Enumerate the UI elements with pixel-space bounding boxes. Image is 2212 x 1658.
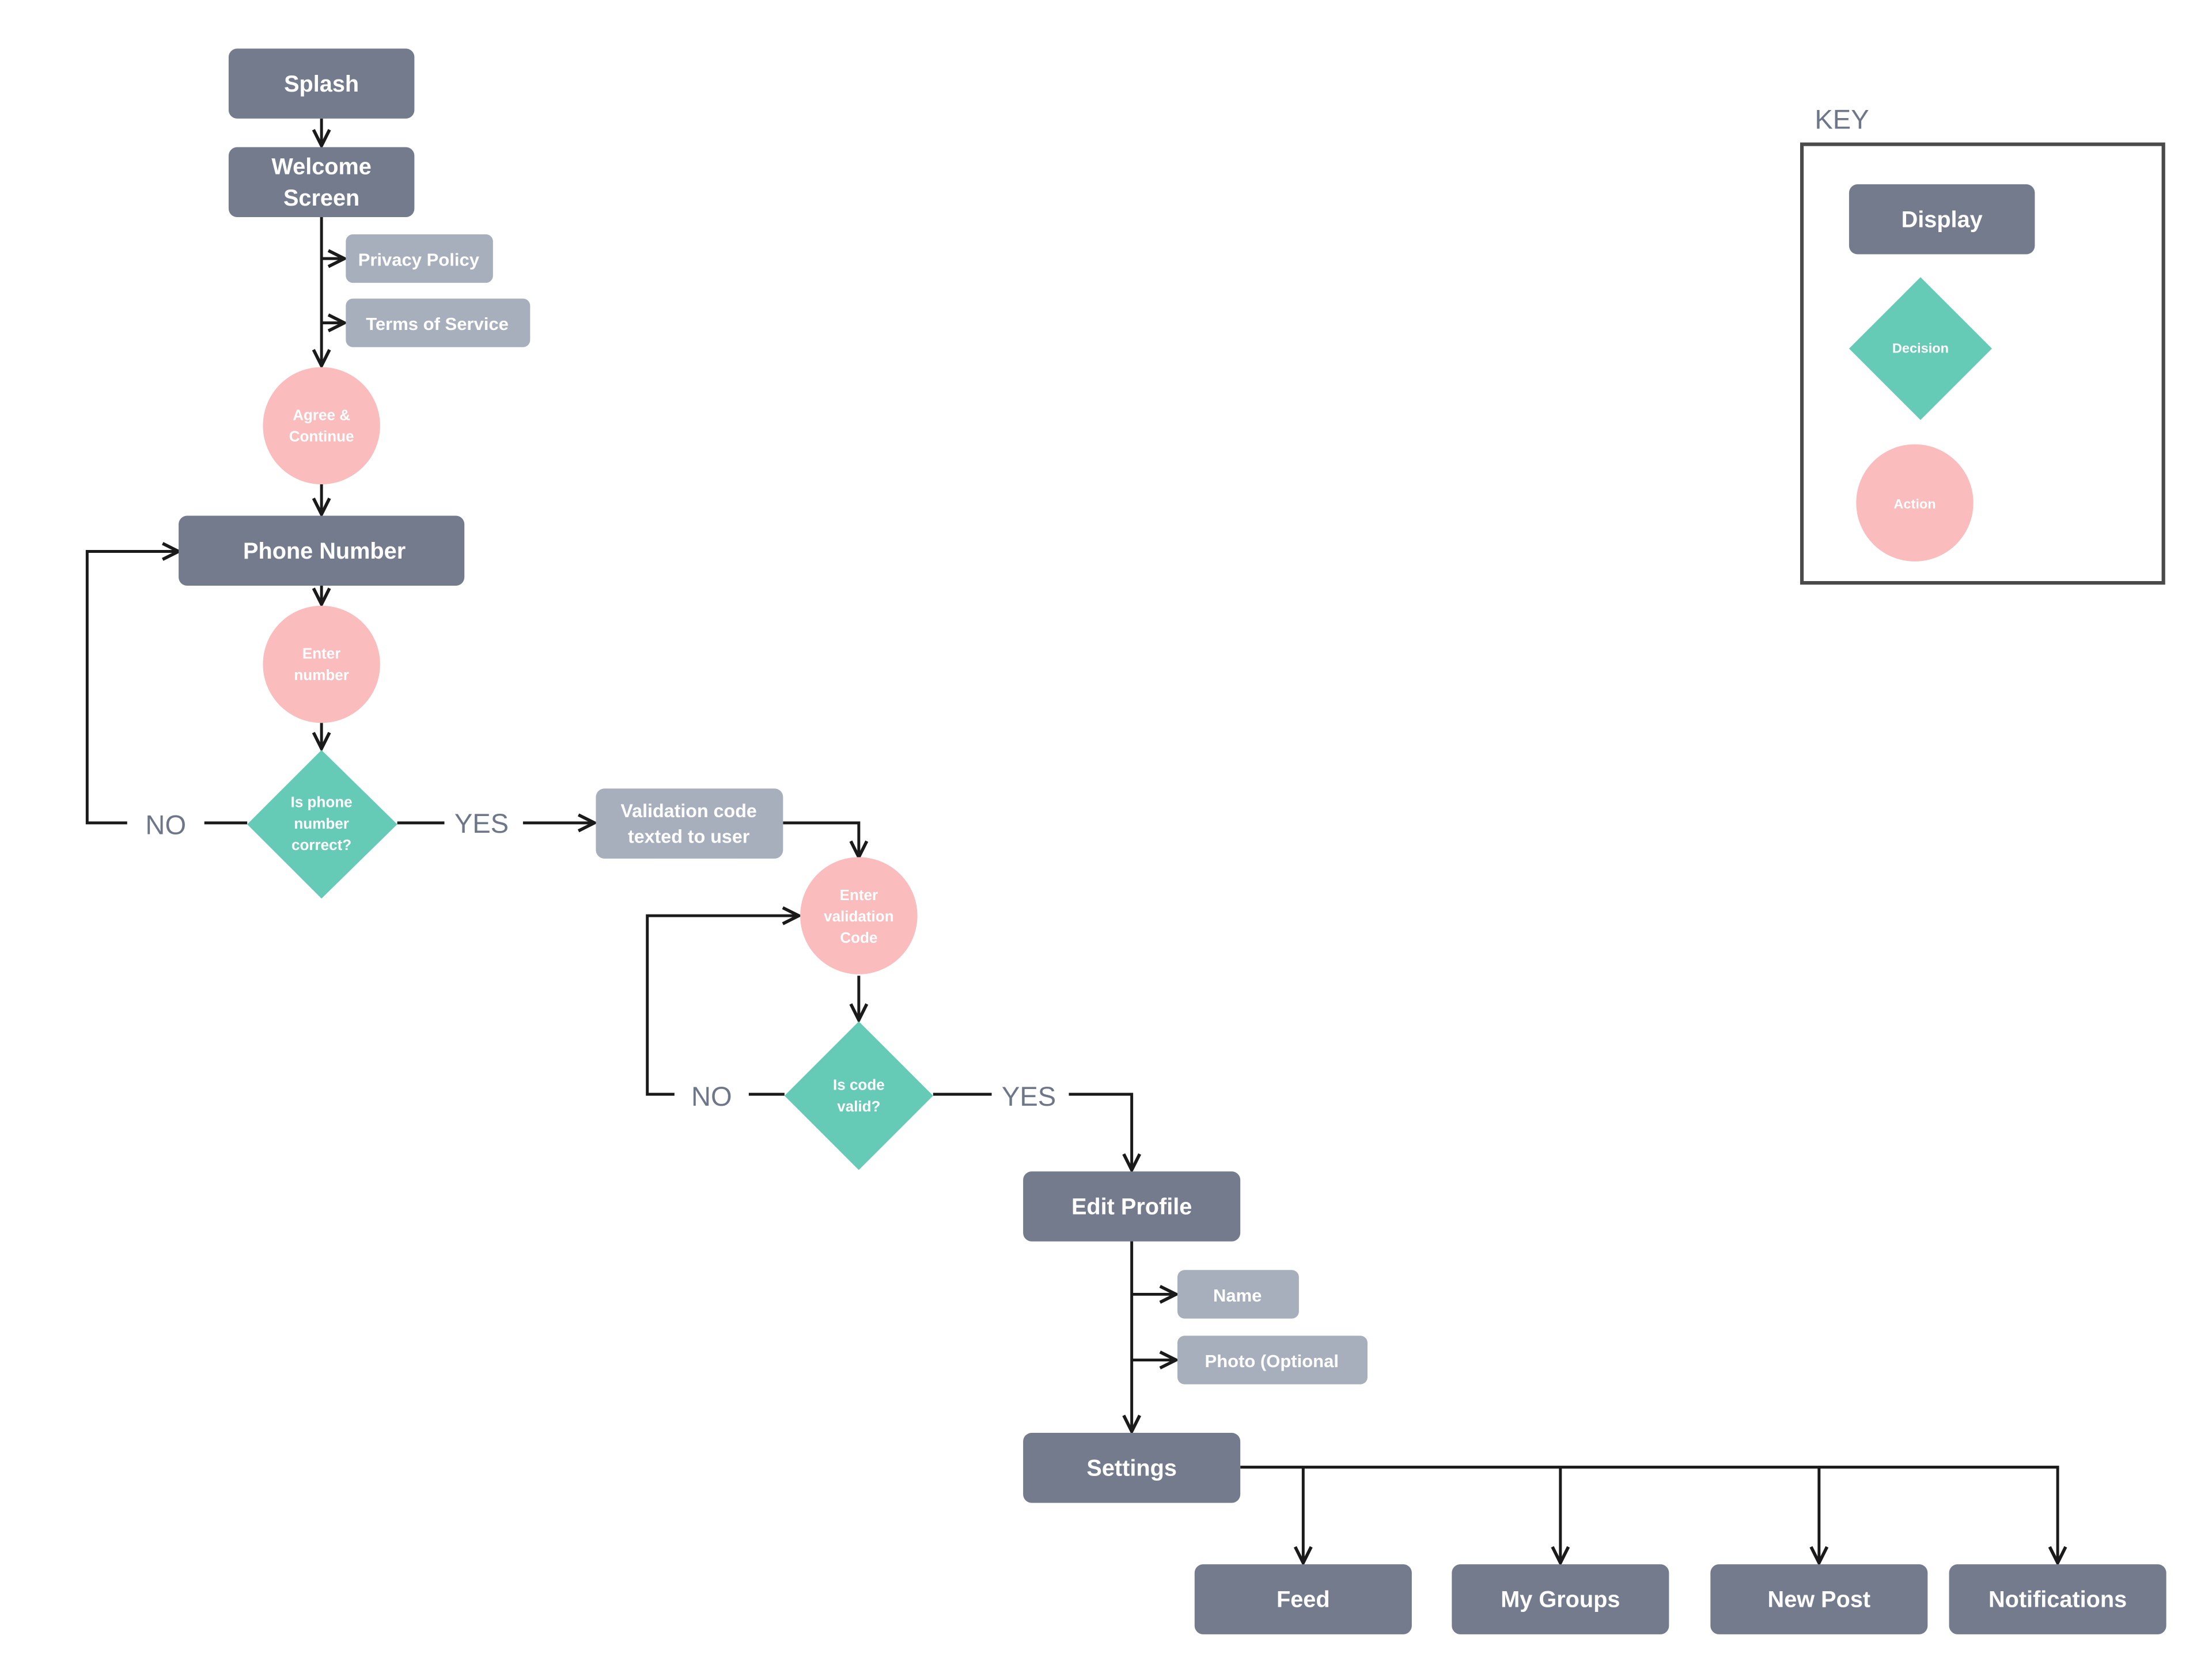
node-privacy-policy: Privacy Policy bbox=[346, 234, 493, 283]
edge-validation-enter-code bbox=[783, 821, 858, 858]
node-feed: Feed bbox=[1194, 1564, 1412, 1634]
node-welcome-screen: Welcome Screen bbox=[228, 147, 415, 218]
node-feed-label: Feed bbox=[1277, 1587, 1330, 1613]
node-enter-number: Enter number bbox=[263, 605, 380, 723]
node-agree-continue: Agree & Continue bbox=[263, 367, 380, 484]
node-new-post: New Post bbox=[1710, 1564, 1928, 1634]
legend: KEY Display Decision Action bbox=[1800, 104, 2165, 585]
node-is-code-line2: valid? bbox=[837, 1098, 880, 1115]
node-splash: Splash bbox=[228, 48, 415, 119]
node-phone-number: Phone Number bbox=[179, 515, 465, 586]
node-enter-validation-code: Enter validation Code bbox=[800, 857, 918, 974]
node-splash-label: Splash bbox=[284, 71, 359, 97]
node-name: Name bbox=[1177, 1270, 1299, 1319]
node-settings: Settings bbox=[1023, 1433, 1241, 1503]
node-terms-of-service: Terms of Service bbox=[346, 298, 531, 347]
edge-yes-edit-profile bbox=[933, 1092, 1132, 1170]
node-photo-optional: Photo (Optional bbox=[1177, 1335, 1368, 1384]
node-my-groups-label: My Groups bbox=[1501, 1587, 1620, 1613]
legend-title: KEY bbox=[1815, 104, 1869, 134]
node-enter-val-line3: Code bbox=[840, 929, 877, 946]
connectors bbox=[85, 118, 2058, 1563]
node-welcome-line2: Screen bbox=[283, 185, 359, 211]
legend-action: Action bbox=[1856, 444, 1974, 561]
node-is-code-valid: Is code valid? bbox=[784, 1021, 933, 1170]
node-my-groups: My Groups bbox=[1452, 1564, 1669, 1634]
node-new-post-label: New Post bbox=[1768, 1587, 1871, 1613]
node-agree-line1: Agree & bbox=[293, 406, 350, 423]
edge-label-no-phone: NO bbox=[145, 810, 186, 840]
node-is-code-line1: Is code bbox=[833, 1076, 885, 1094]
node-is-phone-line3: correct? bbox=[291, 836, 351, 853]
node-validation-code: Validation code texted to user bbox=[596, 788, 783, 859]
node-settings-label: Settings bbox=[1086, 1455, 1176, 1481]
node-notifications: Notifications bbox=[1949, 1564, 2166, 1634]
node-enter-number-line1: Enter bbox=[302, 645, 341, 662]
node-agree-line2: Continue bbox=[289, 428, 354, 445]
legend-box bbox=[1800, 142, 2165, 585]
node-terms-label: Terms of Service bbox=[366, 314, 509, 334]
node-photo-label: Photo (Optional bbox=[1205, 1351, 1339, 1371]
legend-decision-label: Decision bbox=[1892, 341, 1949, 356]
edge-settings-bus bbox=[1240, 1466, 2058, 1563]
legend-display-label: Display bbox=[1902, 207, 1983, 232]
edge-no-loop-code bbox=[646, 916, 799, 1096]
node-welcome-line1: Welcome bbox=[271, 154, 371, 180]
edge-label-yes-phone: YES bbox=[454, 808, 509, 839]
edge-label-yes-code: YES bbox=[1002, 1081, 1056, 1111]
node-validation-line1: Validation code bbox=[620, 800, 756, 821]
node-edit-profile-label: Edit Profile bbox=[1071, 1194, 1192, 1220]
edge-no-loop-phone bbox=[85, 552, 248, 825]
node-enter-val-line2: validation bbox=[824, 908, 894, 925]
node-is-phone-line2: number bbox=[294, 815, 349, 832]
node-enter-number-line2: number bbox=[294, 666, 349, 684]
edge-label-no-code: NO bbox=[691, 1081, 732, 1111]
node-edit-profile: Edit Profile bbox=[1023, 1171, 1241, 1242]
node-is-phone-correct: Is phone number correct? bbox=[247, 750, 397, 899]
node-privacy-label: Privacy Policy bbox=[358, 249, 480, 270]
legend-display: Display bbox=[1849, 184, 2035, 255]
node-enter-val-line1: Enter bbox=[840, 886, 878, 904]
legend-decision: Decision bbox=[1849, 277, 1992, 420]
node-name-label: Name bbox=[1213, 1285, 1262, 1306]
node-notifications-label: Notifications bbox=[1988, 1587, 2127, 1613]
node-is-phone-line1: Is phone bbox=[291, 794, 353, 811]
node-validation-line2: texted to user bbox=[628, 826, 750, 847]
node-phone-label: Phone Number bbox=[243, 538, 406, 564]
legend-action-label: Action bbox=[1893, 496, 1936, 511]
